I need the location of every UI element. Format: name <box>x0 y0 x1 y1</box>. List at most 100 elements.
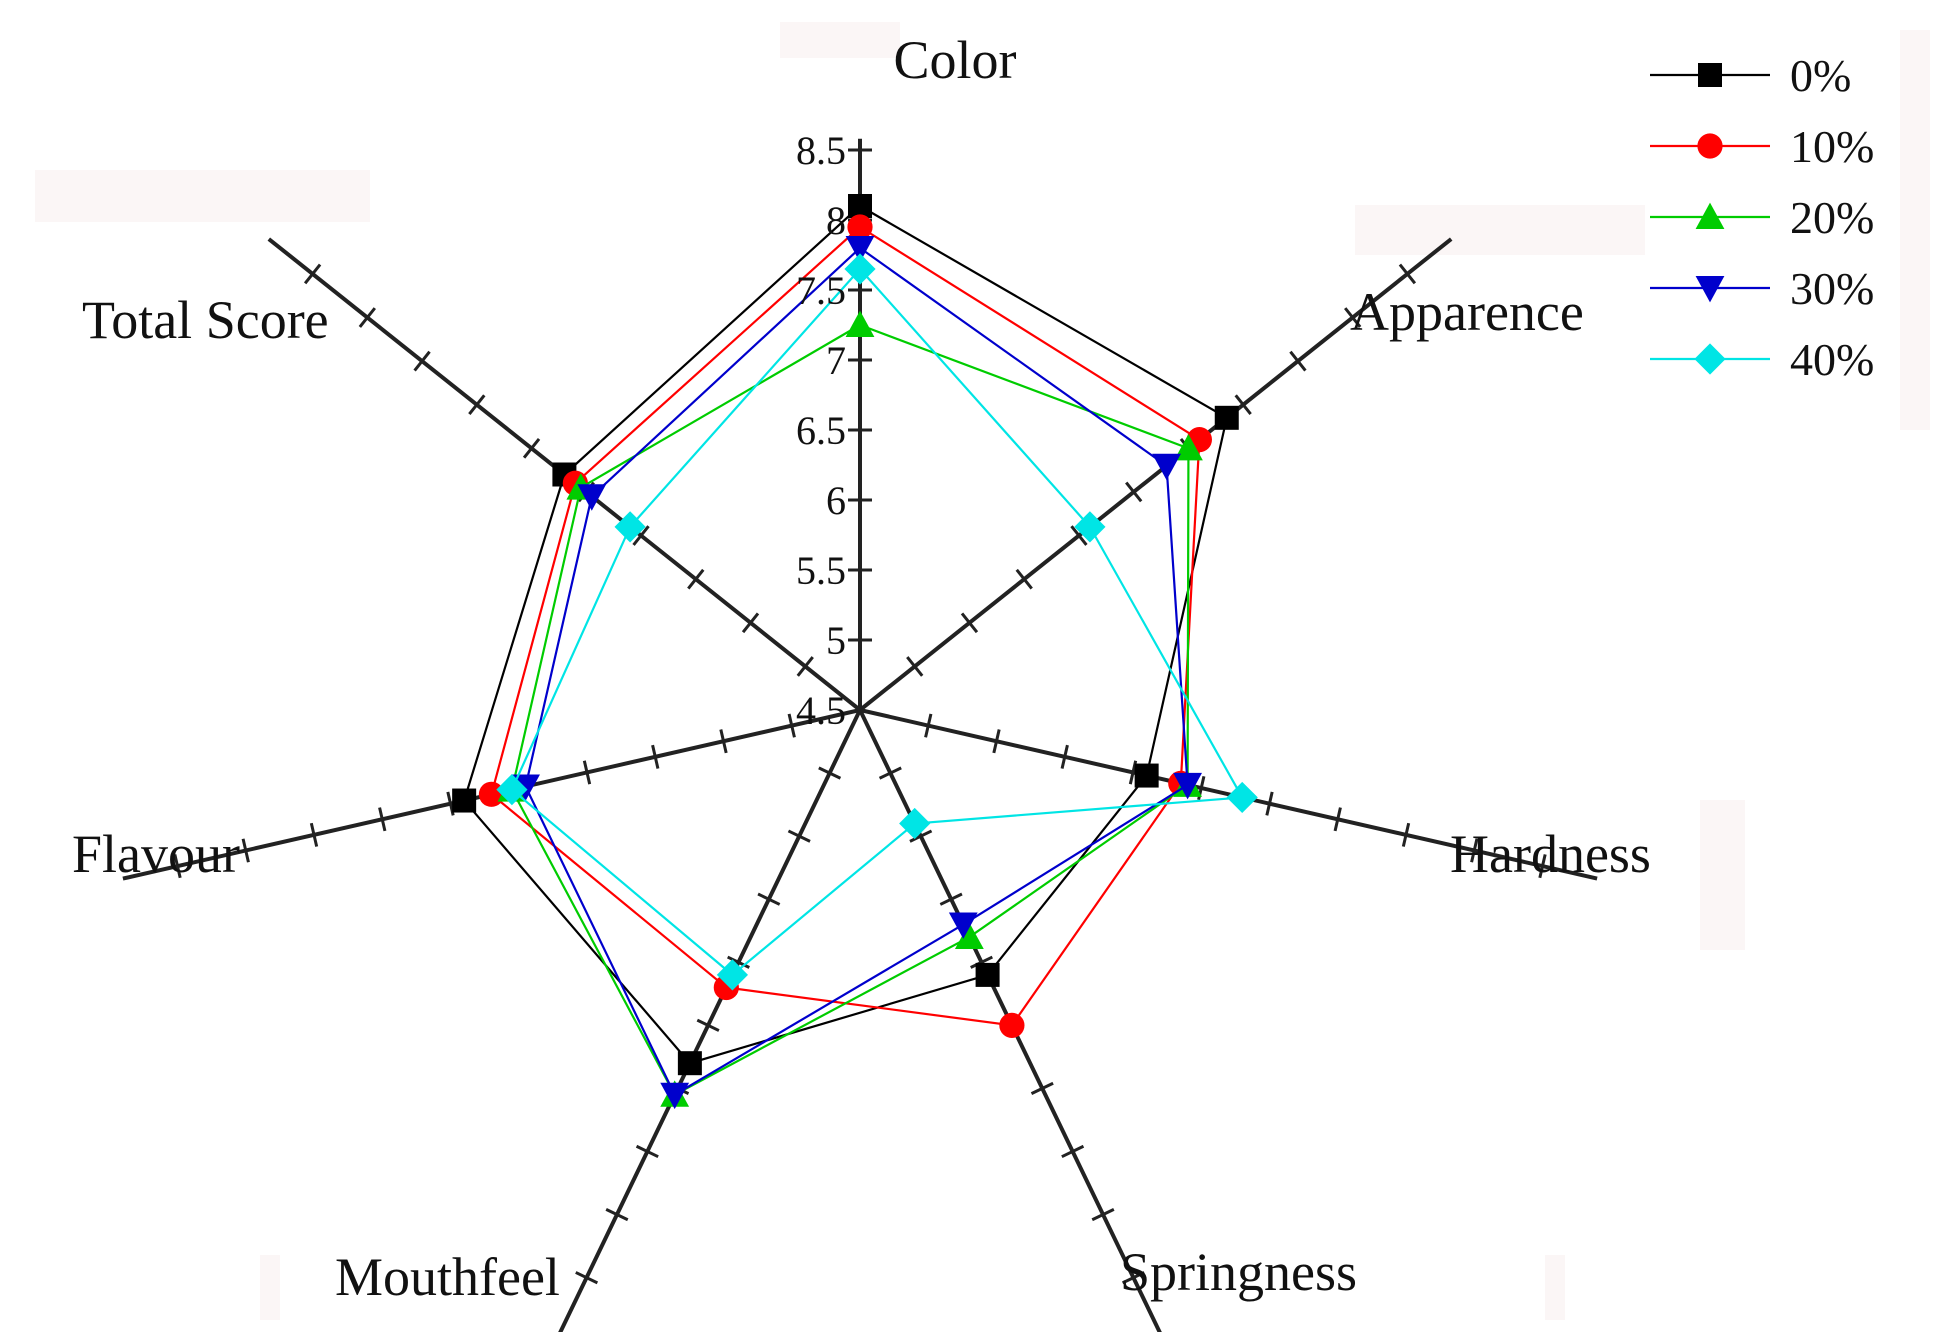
legend-item-10%: 10% <box>1650 121 1874 172</box>
tick-label: 5 <box>826 618 846 663</box>
axis-tick <box>1289 350 1307 372</box>
series-line <box>524 246 1189 1097</box>
legend-item-30%: 30% <box>1650 263 1874 314</box>
background-block <box>780 22 900 58</box>
series-30% <box>511 236 1202 1110</box>
background-block <box>1545 1255 1565 1320</box>
axis-tick <box>1015 568 1033 590</box>
axis-tick <box>303 263 322 285</box>
background-block <box>35 170 370 222</box>
axis-tick <box>378 807 387 832</box>
axis-tick <box>1070 525 1088 546</box>
axis-tick <box>757 892 781 906</box>
data-point <box>845 236 875 263</box>
axis-tick <box>741 612 760 634</box>
legend-marker <box>1695 202 1725 229</box>
axis-tick <box>605 1208 629 1222</box>
data-point <box>716 959 749 991</box>
legend-marker <box>1698 63 1722 87</box>
axis-tick <box>632 525 650 546</box>
legend-item-40%: 40% <box>1650 334 1874 385</box>
data-point <box>848 194 872 218</box>
series-40% <box>496 253 1258 991</box>
data-point <box>975 962 1000 987</box>
axis-tick <box>878 766 902 780</box>
tick-label: 4.5 <box>796 688 846 733</box>
axis-label-color: Color <box>893 30 1016 90</box>
axis-tick <box>1061 1144 1085 1159</box>
data-point <box>1074 511 1106 543</box>
axis-line-springness <box>858 709 1165 1337</box>
legend-marker <box>1694 343 1726 375</box>
axis-tick <box>173 854 182 879</box>
axis-tick <box>992 729 1001 754</box>
data-point <box>1173 772 1202 800</box>
data-point <box>899 807 931 840</box>
tick-label: 7.5 <box>796 268 846 313</box>
axis-tick <box>796 656 814 677</box>
legend-label: 20% <box>1790 192 1874 243</box>
axis-label-hardness: Hardness <box>1450 824 1651 884</box>
axis-tick <box>1401 822 1411 847</box>
tick-label: 6 <box>826 478 846 523</box>
axis-tick <box>818 766 842 780</box>
axis-tick <box>787 713 796 738</box>
data-point <box>954 922 984 950</box>
axis-tick <box>582 760 592 785</box>
axis-tick <box>241 838 250 863</box>
axis-tick <box>727 955 750 969</box>
series-10% <box>478 214 1212 1038</box>
axis-tick <box>1030 1081 1054 1095</box>
legend-item-20%: 20% <box>1650 192 1874 243</box>
axis-label-flavour: Flavour <box>72 824 240 884</box>
tick-label: 5.5 <box>796 548 846 593</box>
axis-label-mouthfeel: Mouthfeel <box>335 1247 560 1307</box>
series-line <box>510 267 1245 977</box>
axis-tick <box>522 438 541 459</box>
data-point <box>660 1082 690 1110</box>
axis-tick <box>1333 807 1342 832</box>
data-point <box>1214 405 1239 430</box>
axis-tick <box>1265 791 1274 816</box>
axis-tick <box>358 307 376 328</box>
legend-item-0%: 0% <box>1650 50 1851 101</box>
background-block <box>1700 800 1745 950</box>
axis-tick <box>924 713 933 738</box>
axis-tick <box>1538 854 1547 879</box>
axis-tick <box>696 1018 720 1032</box>
tick-label: 7 <box>826 338 846 383</box>
data-point <box>478 781 505 807</box>
axis-tick <box>1470 838 1479 863</box>
axis-tick <box>1398 263 1417 285</box>
axis-tick <box>1060 744 1069 769</box>
axis-tick <box>719 729 728 754</box>
series-line <box>510 323 1190 1097</box>
background-block <box>1900 30 1930 430</box>
series-layer <box>452 194 1258 1110</box>
axis-tick <box>575 1271 599 1285</box>
axis-tick <box>651 744 660 769</box>
data-point <box>614 511 646 543</box>
axis-tick <box>906 656 924 677</box>
axis-tick <box>1344 307 1362 328</box>
series-line <box>490 225 1201 1027</box>
axis-tick <box>960 612 979 634</box>
data-point <box>577 484 607 511</box>
legend-label: 0% <box>1790 50 1851 101</box>
axis-tick <box>1091 1208 1115 1222</box>
data-point <box>845 310 875 337</box>
data-point <box>948 912 978 939</box>
data-point <box>677 1051 702 1076</box>
axis-tick <box>1125 481 1143 503</box>
legend-marker <box>1695 276 1725 303</box>
tick-label: 8 <box>826 198 846 243</box>
legend-label: 40% <box>1790 334 1874 385</box>
series-line <box>462 204 1229 1065</box>
axis-label-springness: Springness <box>1120 1242 1357 1302</box>
legend-marker <box>1697 133 1723 159</box>
legend-label: 30% <box>1790 263 1874 314</box>
axis-labels: ColorApparenceHardnessSpringnessMouthfee… <box>72 30 1651 1307</box>
legend: 0% 10% 20% 30% 40% <box>1650 50 1874 385</box>
